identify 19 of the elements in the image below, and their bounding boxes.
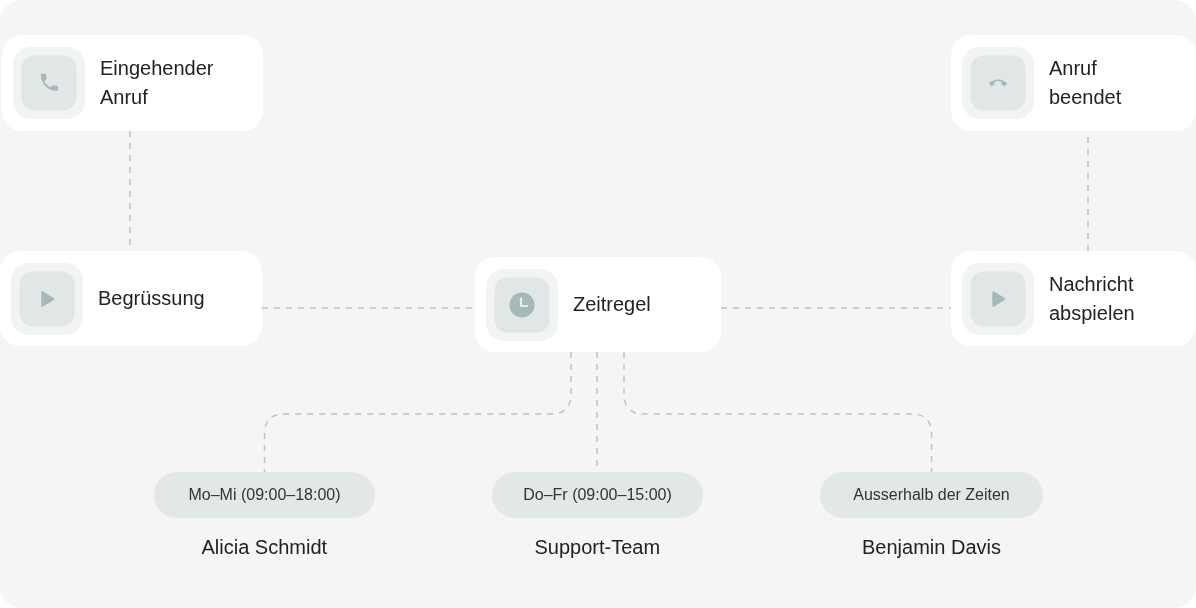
step-card (0, 251, 262, 346)
assignee-name: Support-Team (534, 535, 661, 560)
step-label: Eingehender Anruf (100, 56, 215, 110)
schedule-label: Do–Fr (09:00–15:00) (492, 472, 703, 518)
step-card (2, 35, 263, 131)
connector-line (623, 351, 933, 473)
step-card (951, 251, 1196, 346)
connector-line (263, 351, 572, 473)
schedule-label: Mo–Mi (09:00–18:00) (154, 472, 375, 518)
assignee-name: Alicia Schmidt (201, 535, 328, 560)
step-card (951, 35, 1196, 131)
connector-line (720, 307, 952, 309)
step-label: Nachricht abspielen (1049, 271, 1136, 326)
schedule-label: Ausserhalb der Zeiten (820, 472, 1043, 518)
step-label: Zeitregel (573, 292, 652, 317)
step-label: Begrüssung (98, 286, 206, 311)
assignee-name: Benjamin Davis (862, 535, 1001, 560)
step-label: Anruf beendet (1049, 56, 1123, 110)
step-card (475, 257, 721, 352)
